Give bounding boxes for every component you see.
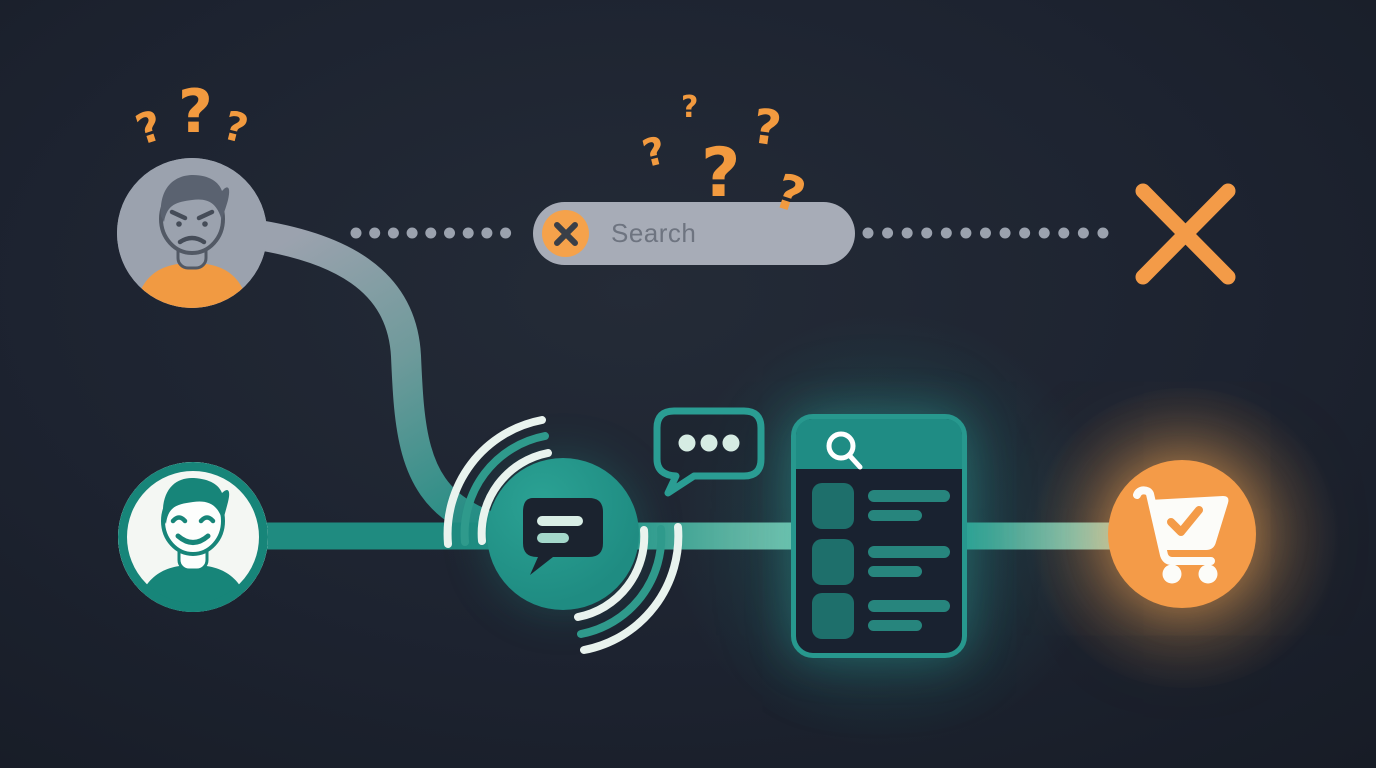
x-circle-icon bbox=[542, 210, 589, 257]
frustrated-user-avatar bbox=[117, 158, 267, 308]
result-thumbnail bbox=[812, 483, 854, 529]
panel-header bbox=[796, 419, 962, 470]
question-mark-icon: ? bbox=[681, 90, 699, 125]
result-text-line bbox=[868, 600, 950, 612]
result-thumbnail bbox=[812, 593, 854, 639]
chat-node bbox=[487, 458, 639, 610]
result-text-line bbox=[868, 490, 950, 502]
result-text-line bbox=[868, 566, 922, 577]
x-mark-icon bbox=[1135, 183, 1236, 285]
search-placeholder: Search bbox=[611, 218, 697, 248]
question-mark-icon: ? bbox=[178, 77, 213, 147]
angry-face-icon bbox=[117, 158, 267, 308]
result-row bbox=[812, 593, 950, 641]
result-text-line bbox=[868, 510, 922, 521]
result-text-line bbox=[868, 620, 922, 631]
happy-face-icon bbox=[118, 462, 268, 612]
happy-user-avatar bbox=[118, 462, 268, 612]
result-text-line bbox=[868, 546, 950, 558]
result-thumbnail bbox=[812, 539, 854, 585]
question-mark-icon: ? bbox=[701, 134, 741, 213]
typing-dots-bubble-icon bbox=[653, 407, 765, 497]
result-row bbox=[812, 539, 950, 587]
result-row bbox=[812, 483, 950, 531]
search-input[interactable]: Search bbox=[533, 202, 855, 265]
cart-node bbox=[1108, 460, 1256, 608]
search-results-panel bbox=[791, 414, 967, 658]
magnifier-icon bbox=[826, 431, 863, 470]
chat-bubble-icon bbox=[523, 498, 603, 575]
cart-check-icon bbox=[1133, 486, 1229, 584]
